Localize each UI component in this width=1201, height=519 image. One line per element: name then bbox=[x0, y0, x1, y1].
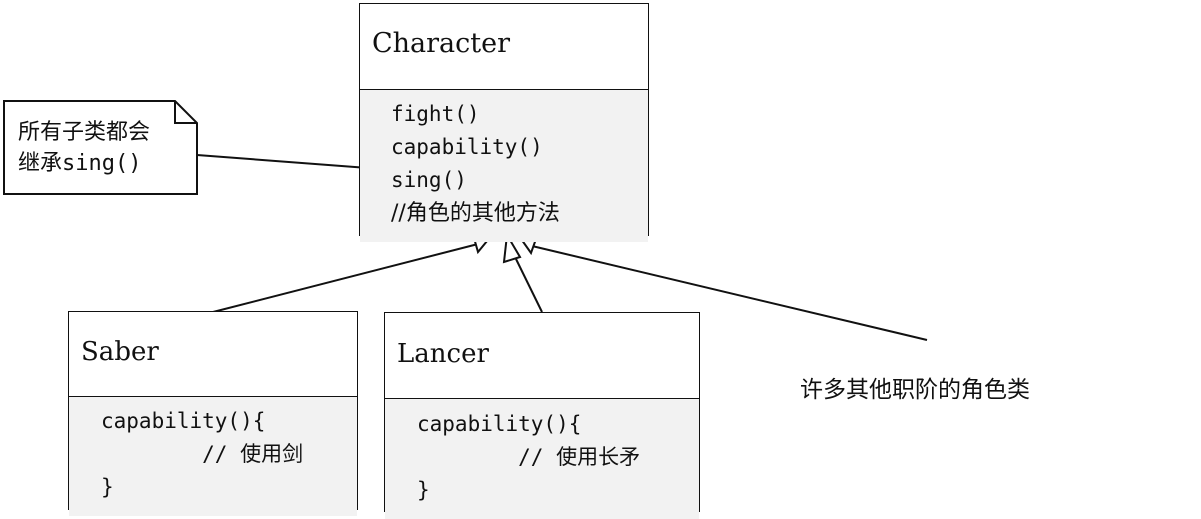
method-comment: // 使用剑 bbox=[101, 442, 304, 466]
note-line: 继承sing() bbox=[18, 151, 142, 176]
method-comment: // 使用长矛 bbox=[417, 445, 641, 469]
method-compartment: capability(){ // 使用剑 } bbox=[69, 397, 357, 516]
note-fold bbox=[174, 101, 197, 124]
note-connector bbox=[196, 154, 369, 169]
method-capability: capability(){ bbox=[101, 409, 266, 433]
class-name: Saber bbox=[69, 312, 357, 397]
method-comment: //角色的其他方法 bbox=[391, 201, 560, 226]
method-compartment: capability(){ // 使用长矛 } bbox=[385, 399, 699, 519]
note-text: 所有子类都会 继承sing() bbox=[18, 117, 150, 179]
saber-inheritance-line bbox=[212, 243, 479, 313]
class-saber: Saber capability(){ // 使用剑 } bbox=[68, 311, 358, 516]
note-line: 所有子类都会 bbox=[18, 120, 151, 145]
note: 所有子类都会 继承sing() bbox=[4, 101, 197, 194]
method-capability: capability(){ bbox=[417, 412, 582, 436]
method-compartment: fight() capability() sing() //角色的其他方法 bbox=[360, 90, 648, 242]
method-close: } bbox=[417, 478, 430, 502]
others-inheritance-line bbox=[531, 245, 928, 341]
class-name-text: Saber bbox=[81, 337, 159, 367]
method-fight: fight() bbox=[391, 102, 480, 126]
lancer-inheritance-line bbox=[515, 258, 543, 313]
method-sing: sing() bbox=[391, 168, 467, 192]
other-classes-label: 许多其他职阶的角色类 bbox=[800, 377, 1030, 403]
method-close: } bbox=[101, 475, 114, 499]
class-character: Character fight() capability() sing() //… bbox=[359, 3, 649, 242]
class-name: Lancer bbox=[385, 313, 699, 399]
class-name-text: Character bbox=[372, 28, 511, 59]
class-lancer: Lancer capability(){ // 使用长矛 } bbox=[384, 312, 700, 519]
method-capability: capability() bbox=[391, 135, 543, 159]
class-name-text: Lancer bbox=[397, 339, 489, 369]
note-box bbox=[3, 100, 198, 195]
class-name: Character bbox=[360, 4, 648, 90]
